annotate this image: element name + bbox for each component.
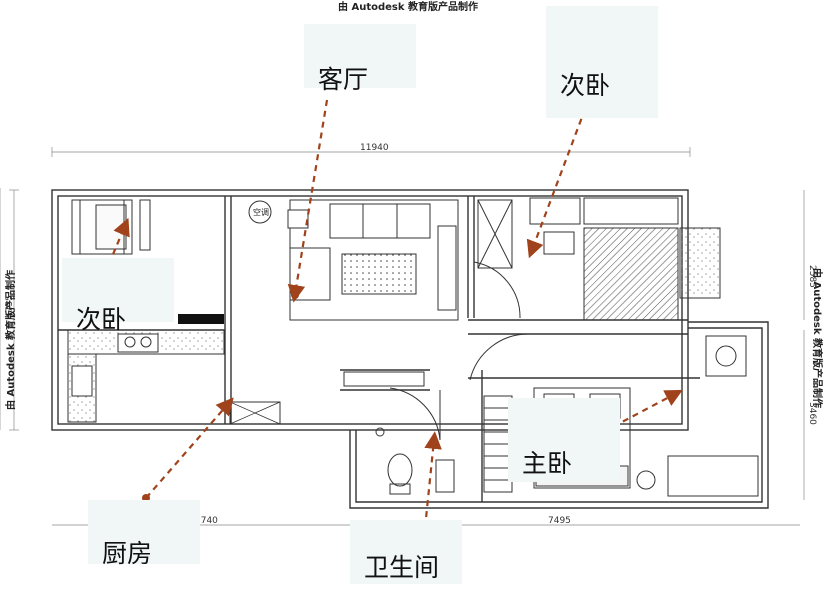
- room-label-bathroom: 卫生间: [364, 553, 440, 582]
- dim-right-lower: 3460: [807, 402, 817, 425]
- ac-unit: 空调: [248, 200, 272, 224]
- room-label-living: 客厅: [318, 65, 369, 94]
- dim-right-upper: 2585: [807, 265, 817, 288]
- kitchen-counter: [67, 329, 225, 423]
- door-swings: [389, 261, 531, 441]
- dim-top: 11940: [360, 143, 389, 153]
- living-furniture: [287, 199, 459, 321]
- dining-set: [71, 199, 151, 255]
- dim-bottom-right: 7495: [548, 516, 571, 526]
- kitchen-label-bg: [88, 500, 200, 564]
- watermark-right: 由 Autodesk 教育版产品制作: [811, 268, 822, 409]
- walls: [51, 189, 769, 509]
- watermark-top: 由 Autodesk 教育版产品制作: [338, 2, 479, 13]
- room-label-bedroom-left: 次卧: [76, 305, 127, 334]
- bathroom-label-bg: [350, 520, 462, 584]
- living-label-bg: [304, 24, 416, 88]
- ac-label: 空调: [253, 207, 269, 217]
- bedroom-top-furniture: [477, 197, 721, 321]
- room-label-kitchen: 厨房: [102, 539, 153, 568]
- master-label-bg: [508, 398, 620, 482]
- room-label-bedroom-right: 次卧: [560, 71, 611, 100]
- bedroom-left-label-bg: [62, 258, 174, 322]
- dim-left: 4755: [5, 295, 15, 318]
- bedroom-right-label-bg: [546, 6, 658, 118]
- dim-bottom-left: 5740: [195, 516, 218, 526]
- wall-block: [178, 314, 224, 324]
- room-label-master: 主卧: [522, 449, 573, 478]
- watermark-left: 由 Autodesk 教育版产品制作: [6, 269, 17, 410]
- room-pointers: [98, 87, 683, 529]
- bathroom-fixtures: [343, 371, 455, 495]
